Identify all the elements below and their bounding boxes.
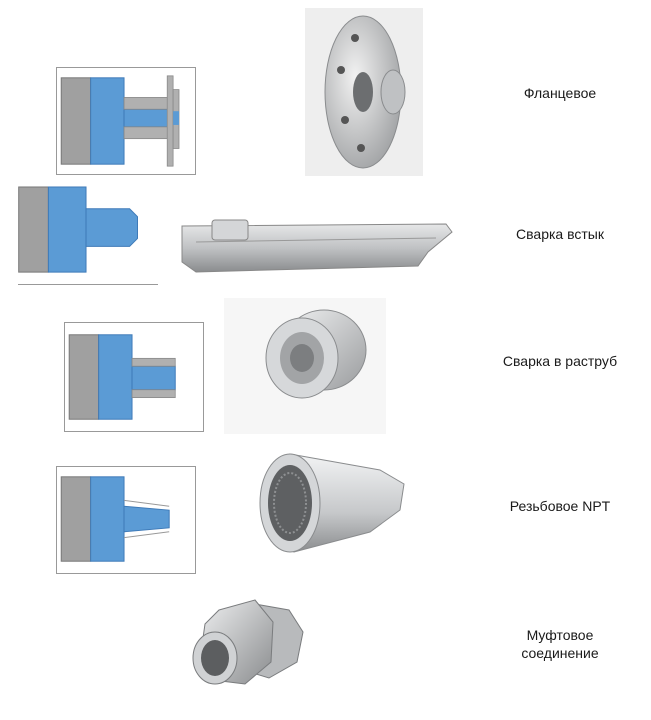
flange-fitting-image xyxy=(305,8,423,176)
socket-weld-fitting-image xyxy=(224,298,386,434)
label-butt-weld: Сварка встык xyxy=(516,226,604,242)
label-socket-weld: Сварка в раструб xyxy=(502,353,618,369)
union-coupling-image xyxy=(185,592,309,696)
threaded-npt-fitting-image xyxy=(250,448,406,558)
butt-weld-diagram xyxy=(18,185,158,285)
label-flanged: Фланцевое xyxy=(523,85,597,101)
flanged-diagram xyxy=(56,67,196,175)
socket-weld-diagram xyxy=(64,322,204,432)
label-union-coupling: Муфтовое соединение xyxy=(521,627,599,661)
label-threaded-npt: Резьбовое NPT xyxy=(509,498,611,514)
threaded-npt-diagram xyxy=(56,466,196,574)
butt-weld-fitting-image xyxy=(176,212,454,278)
